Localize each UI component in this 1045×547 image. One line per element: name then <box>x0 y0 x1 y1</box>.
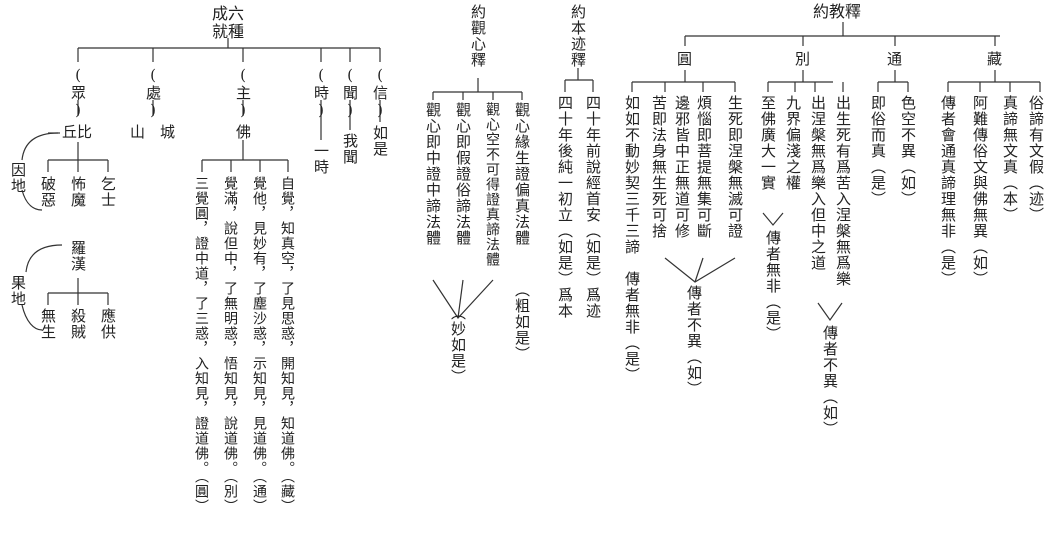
arhat-1: 無生 <box>39 308 57 340</box>
bhikkhu-1: 破惡 <box>39 176 57 208</box>
label-faith: 如是 <box>371 125 389 157</box>
zang-col-3: 阿難傳俗文與佛無異（如） <box>971 95 989 287</box>
guan-col-3: 觀心即假證俗諦法體 <box>454 102 472 246</box>
zang-label: 藏 <box>987 50 1003 68</box>
bie-col-4: 至佛廣大一實 <box>759 95 777 191</box>
yuan-col-1: 生死即涅槃無滅可證 <box>726 95 744 239</box>
bie-col-3: 九界偏淺之權 <box>784 95 802 191</box>
head-zhong: (眾) <box>69 66 87 120</box>
tong-col-2: 即俗而真（是） <box>869 95 887 207</box>
tong-col-1: 色空不異（如） <box>899 95 917 207</box>
guan-col-4: 觀心即中證中諦法體 <box>424 102 442 246</box>
fruit-label: 果地 <box>9 275 27 307</box>
guan-result: （妙如是） <box>449 305 467 385</box>
zang-col-1: 俗諦有文假（迹） <box>1027 95 1045 223</box>
label-bhikkhu: 丘比 <box>62 123 93 141</box>
head-shi: (時) <box>312 66 330 120</box>
head-xin: (信) <box>371 66 389 120</box>
buddha-line-4: 三覺圓，證中道，了三惑，入知見，證道佛。（圓） <box>193 176 209 514</box>
six-title: 成六就種 <box>211 4 244 41</box>
zang-col-2: 真諦無文真（本） <box>1001 95 1019 223</box>
arhat-title: 羅漢 <box>69 240 87 272</box>
head-zhu: (主) <box>234 66 252 120</box>
bie-result-1: 傳者不異（如） <box>821 325 839 437</box>
yuan-label: 圓 <box>677 50 693 68</box>
guan-title: 約觀心釋 <box>469 4 487 68</box>
buddha-line-3: 覺滿，說但中，了無明惑，悟知見，說道佛。（別） <box>222 176 238 514</box>
label-time: 一時 <box>312 143 330 175</box>
head-wen: (聞) <box>341 66 359 120</box>
bie-result-2: 傳者無非（是） <box>764 230 782 342</box>
arhat-2: 殺賊 <box>69 308 87 340</box>
label-buddha: 佛 <box>236 123 252 141</box>
benji-title: 約本迹釋 <box>569 4 587 68</box>
bhikkhu-3: 乞士 <box>99 176 117 208</box>
guan-col-2: 觀心空不可得證真諦法體 <box>484 102 500 267</box>
yuan-col-3: 邊邪皆中正無道可修 <box>673 95 691 239</box>
yuan-result: 傳者不異（如） <box>685 285 703 397</box>
yuan-last: 如如不動妙契三千三諦 傳者無非（是） <box>623 95 641 383</box>
benji-col-2: 四十年後純一初立（如是）爲本 <box>556 95 574 319</box>
bie-label: 別 <box>795 50 811 68</box>
yuan-col-4: 苦即法身無生死可捨 <box>650 95 668 239</box>
guan-col-1: 觀心緣生證偏真法體 <box>513 102 531 246</box>
yuan-col-2: 煩惱即菩提無集可斷 <box>695 95 713 239</box>
cause-label: 因地 <box>9 162 27 194</box>
tong-label: 通 <box>887 50 903 68</box>
buddha-line-1: 自覺，知真空，了見思惑，開知見，知道佛。（藏） <box>279 176 295 514</box>
buddha-line-2: 覺他，見妙有，了塵沙惑，示知見，見道佛。（通） <box>251 176 267 514</box>
bie-col-2: 出涅槃無爲樂入但中之道 <box>809 95 827 271</box>
zang-col-4: 傳者會通真諦理無非（是） <box>939 95 957 287</box>
arhat-3: 應供 <box>99 308 117 340</box>
label-hear: 我聞 <box>341 133 359 165</box>
bhikkhu-2: 怖魔 <box>69 176 87 208</box>
label-place: 山 城 <box>130 123 176 141</box>
jiao-title: 約教釋 <box>813 2 862 21</box>
benji-col-1: 四十年前說經首安（如是）爲迹 <box>584 95 602 319</box>
bie-col-1: 出生死有爲苦入涅槃無爲樂 <box>834 95 852 287</box>
guan-note: （粗如是） <box>513 282 531 362</box>
head-chu: (處) <box>144 66 162 120</box>
